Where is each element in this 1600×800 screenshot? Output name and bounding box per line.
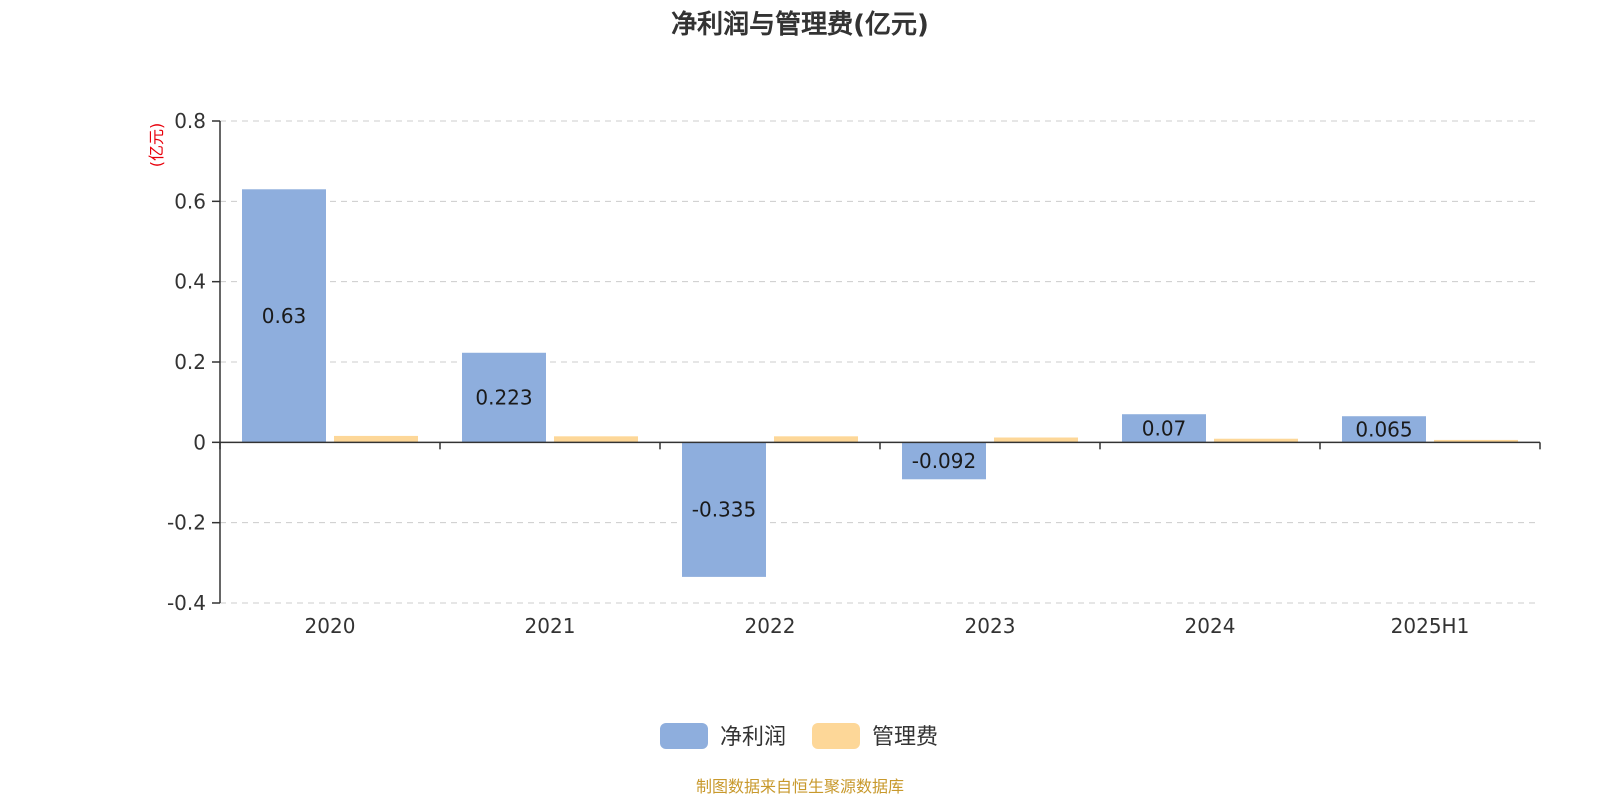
- data-labels: 0.63 0.223 -0.335 -0.092 0.07 0.065: [262, 304, 1413, 522]
- axes: 0.8 0.6 0.4 0.2 0 -0.2 -0.4 2020 2021 2022 2023 202…: [167, 109, 1541, 638]
- chart-title: 净利润与管理费(亿元): [671, 9, 929, 40]
- y-tick-label: 0.2: [174, 350, 206, 374]
- gridlines: [220, 120, 1540, 604]
- legend-item-admin-expense[interactable]: 管理费: [812, 723, 938, 750]
- legend[interactable]: 净利润 管理费: [660, 723, 938, 750]
- x-tick-label: 2023: [965, 614, 1016, 638]
- bar-data-label: 0.223: [475, 386, 532, 410]
- y-tick-label: 0.4: [174, 270, 206, 294]
- legend-item-net-profit[interactable]: 净利润: [660, 723, 786, 750]
- y-tick-label: -0.2: [167, 511, 206, 535]
- data-source-note: 制图数据来自恒生聚源数据库: [696, 777, 904, 796]
- bar-admin-expense[interactable]: [994, 437, 1078, 443]
- bar-data-label: 0.065: [1355, 417, 1412, 441]
- x-tick-label: 2024: [1185, 614, 1236, 638]
- bar-admin-expense[interactable]: [554, 436, 638, 443]
- x-tick-label: 2021: [525, 614, 576, 638]
- y-tick-label: -0.4: [167, 591, 206, 615]
- bar-admin-expense[interactable]: [334, 435, 418, 443]
- legend-label: 净利润: [720, 725, 786, 750]
- bar-net-profit[interactable]: [462, 352, 546, 443]
- bars: [242, 189, 1518, 577]
- bar-data-label: -0.335: [692, 498, 756, 522]
- bar-admin-expense[interactable]: [774, 436, 858, 443]
- bar-admin-expense[interactable]: [1434, 439, 1518, 443]
- bar-data-label: -0.092: [912, 449, 976, 473]
- y-tick-label: 0.8: [174, 109, 206, 133]
- bar-net-profit[interactable]: [682, 442, 766, 577]
- legend-label: 管理费: [872, 725, 938, 750]
- x-tick-label: 2025H1: [1391, 614, 1470, 638]
- bar-net-profit[interactable]: [1122, 414, 1206, 443]
- bar-net-profit[interactable]: [242, 189, 326, 443]
- x-tick-label: 2020: [305, 614, 356, 638]
- bar-net-profit[interactable]: [902, 442, 986, 480]
- y-axis-unit-label: (亿元): [147, 123, 166, 168]
- bar-admin-expense[interactable]: [1214, 438, 1298, 443]
- y-tick-label: 0.6: [174, 189, 206, 213]
- bar-data-label: 0.07: [1142, 416, 1187, 440]
- bar-net-profit[interactable]: [1342, 416, 1426, 443]
- legend-swatch: [660, 723, 708, 749]
- y-tick-label: 0: [193, 430, 206, 454]
- legend-swatch: [812, 723, 860, 749]
- x-tick-label: 2022: [745, 614, 796, 638]
- bar-data-label: 0.63: [262, 304, 307, 328]
